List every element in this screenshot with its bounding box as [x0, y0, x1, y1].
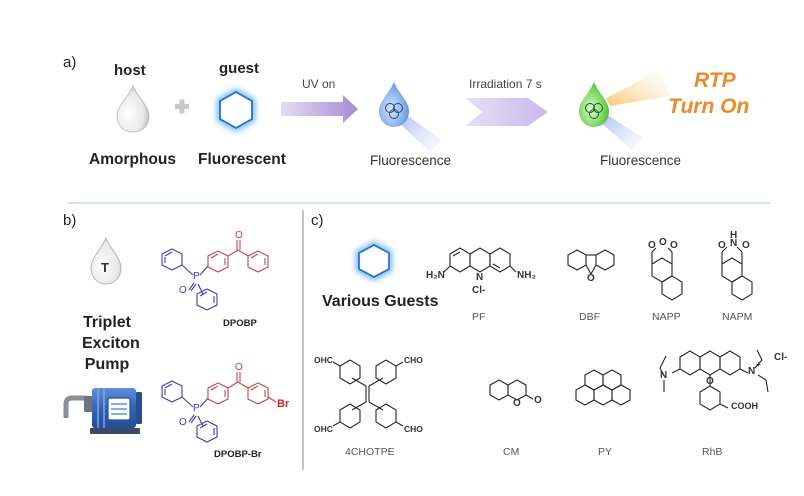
napm-h-atom: H [730, 230, 738, 241]
guest-name-dbf: DBF [579, 311, 600, 323]
rhb-cooh: COOH [731, 401, 758, 411]
napm-molecule [721, 246, 753, 301]
dpobp-br-molecule [161, 372, 277, 443]
fluorescent-drop-icon [379, 82, 442, 152]
4chotpe-molecule [332, 359, 404, 429]
fluorescence-label-2: Fluorescence [600, 153, 682, 168]
guest-name-pf: PF [472, 311, 486, 323]
panel-b-label: b) [63, 212, 77, 229]
irradiation-label: Irradiation 7 s [469, 77, 542, 91]
napp-o-atom-3: O [670, 240, 678, 251]
dpobp-po-atom: O [179, 285, 187, 296]
panel-c-label: c) [311, 212, 324, 229]
dpobp-molecule [161, 240, 269, 311]
amorphous-label: Amorphous [89, 151, 176, 168]
rtp-drop-icon [579, 70, 670, 150]
dbf-o-atom: O [587, 273, 595, 284]
fluorescent-label: Fluorescent [198, 151, 286, 168]
guest-name-4chotpe: 4CHOTPE [345, 446, 395, 458]
host-drop-icon [116, 84, 150, 133]
uv-on-label: UV on [302, 77, 336, 91]
dpobp-o-atom: O [235, 230, 243, 241]
pf-cl-atom: Cl- [472, 285, 486, 296]
cm-o-carbonyl: O [534, 395, 542, 406]
rhb-cl: Cl- [774, 352, 788, 363]
guest-name-rhb: RhB [702, 446, 723, 458]
napm-n-atom: N [730, 238, 738, 249]
napp-molecule [651, 247, 683, 301]
tpe-ohc-bottom: OHC [314, 424, 333, 434]
napm-o-atom-2: O [742, 240, 750, 251]
rhb-o: O [706, 376, 714, 387]
guest-name-napp: NAPP [652, 311, 681, 323]
irradiation-arrow-icon [465, 98, 548, 126]
guest-name-napm: NAPM [722, 311, 753, 323]
guest-name-py: PY [598, 446, 613, 458]
fluorescence-label-1: Fluorescence [370, 153, 452, 168]
rhb-n-right: N [748, 366, 756, 377]
cm-molecule [489, 379, 534, 401]
rtp-line1: RTP [694, 69, 736, 92]
panel-a-label: a) [63, 54, 77, 71]
pump-motor-icon [63, 388, 142, 434]
guest-label: guest [219, 60, 260, 77]
napp-o-atom-1: O [648, 240, 656, 251]
plus-icon [175, 99, 189, 114]
host-label: host [114, 62, 146, 79]
pf-molecule [443, 247, 517, 273]
triplet-exciton-pump-title: Triplet Exciton Pump [82, 312, 140, 375]
dpobp-p-atom: P [193, 271, 200, 282]
uv-arrow-icon [281, 95, 358, 123]
pf-h2n-atom: H₂N [426, 270, 445, 281]
rtp-line2: Turn On [668, 95, 750, 118]
dpobp-name: DPOBP [223, 318, 257, 329]
rhb-plus: + [756, 360, 761, 369]
pf-n-atom: N [476, 272, 484, 283]
pf-nh2-atom: NH₂ [517, 270, 536, 281]
title-line-1: Triplet [82, 314, 131, 331]
title-line-2: Exciton [82, 335, 140, 352]
dpobpbr-br-atom: Br [277, 398, 290, 410]
rhb-n-left: N [660, 370, 668, 381]
tpe-ohc-top: OHC [314, 355, 333, 365]
guest-hexagon-icon [216, 87, 256, 133]
cm-o-ring: O [513, 398, 521, 409]
various-guests-hexagon-icon [355, 241, 393, 281]
tpe-cho-top: CHO [404, 355, 423, 365]
title-line-3: Pump [84, 356, 130, 373]
dbf-molecule [567, 249, 615, 275]
tpe-cho-bottom: CHO [404, 424, 423, 434]
triplet-drop-icon [90, 236, 122, 285]
guest-name-cm: CM [503, 446, 520, 458]
rtp-turn-on-label: RTP Turn On [668, 68, 749, 120]
dpobpbr-p-atom: P [193, 403, 200, 414]
drop-letter-t: T [101, 260, 109, 275]
rhb-molecule [659, 349, 769, 411]
various-guests-label: Various Guests [322, 293, 439, 310]
dpobp-br-name: DPOBP-Br [214, 449, 262, 460]
dpobpbr-o-atom: O [235, 362, 243, 373]
napm-o-atom-1: O [718, 240, 726, 251]
napp-o-atom-2: O [659, 237, 667, 248]
dpobpbr-po-atom: O [179, 417, 187, 428]
py-molecule [575, 369, 631, 406]
